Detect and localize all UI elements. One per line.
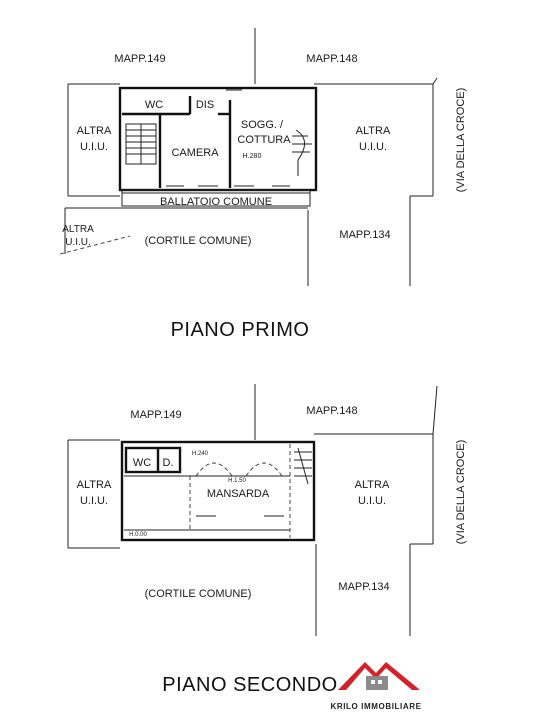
uiu-left-label-2: U.I.U.: [80, 495, 108, 507]
street-label: (VIA DELLA CROCE): [455, 88, 467, 193]
krilo-logo: KRILO IMMOBILIARE: [330, 662, 421, 711]
cortile-label: (CORTILE COMUNE): [145, 235, 252, 247]
altra-right-label: ALTRA: [356, 125, 391, 137]
mapp-148-label: MAPP.148: [306, 53, 357, 65]
dis-label: DIS: [196, 99, 214, 111]
d-label-2: D.: [163, 457, 174, 469]
street-label-2: (VIA DELLA CROCE): [455, 440, 467, 545]
floor-plan-secondo: [67, 384, 438, 636]
uiu-right-label-2: U.I.U.: [358, 495, 386, 507]
floor-plan-primo: [59, 28, 438, 286]
logo-name: KRILO IMMOBILIARE: [330, 702, 421, 711]
uiu-left-label: U.I.U.: [80, 141, 108, 153]
camera-label: CAMERA: [171, 147, 219, 159]
mapp-134-label: MAPP.134: [339, 229, 390, 241]
title-piano-primo: PIANO PRIMO: [171, 319, 310, 341]
house-body-icon: [366, 676, 388, 690]
cortile-label-2: (CORTILE COMUNE): [145, 588, 252, 600]
h150-label: H.1.50: [228, 478, 246, 484]
uiu-yard-label: U.I.U.: [65, 237, 91, 248]
labels-secondo: MAPP.149 MAPP.148 ALTRA U.I.U. ALTRA U.I…: [77, 405, 467, 696]
house-roof-icon: [338, 662, 420, 690]
labels-primo: MAPP.149 MAPP.148 ALTRA U.I.U. ALTRA U.I…: [62, 53, 467, 341]
mapp-149-label: MAPP.149: [114, 53, 165, 65]
cottura-label: COTTURA: [237, 134, 291, 146]
altra-left-label: ALTRA: [77, 125, 112, 137]
mapp-148-label-2: MAPP.148: [306, 405, 357, 417]
altra-yard-label: ALTRA: [62, 224, 94, 235]
mapp-134-label-2: MAPP.134: [338, 581, 389, 593]
mapp-149-label-2: MAPP.149: [130, 409, 181, 421]
height-label: H.280: [243, 153, 262, 160]
sogg-label: SOGG. /: [241, 119, 284, 131]
mansarda-label: MANSARDA: [207, 488, 270, 500]
altra-left-label-2: ALTRA: [77, 479, 112, 491]
altra-right-label-2: ALTRA: [355, 479, 390, 491]
title-piano-secondo: PIANO SECONDO: [162, 674, 337, 696]
wc-label: WC: [145, 99, 163, 111]
uiu-right-label: U.I.U.: [359, 141, 387, 153]
h240-label: H.240: [192, 451, 209, 457]
ballatoio-label: BALLATOIO COMUNE: [160, 196, 272, 208]
h000-label: H.0.00: [129, 532, 147, 538]
wc-label-2: WC: [133, 457, 151, 469]
